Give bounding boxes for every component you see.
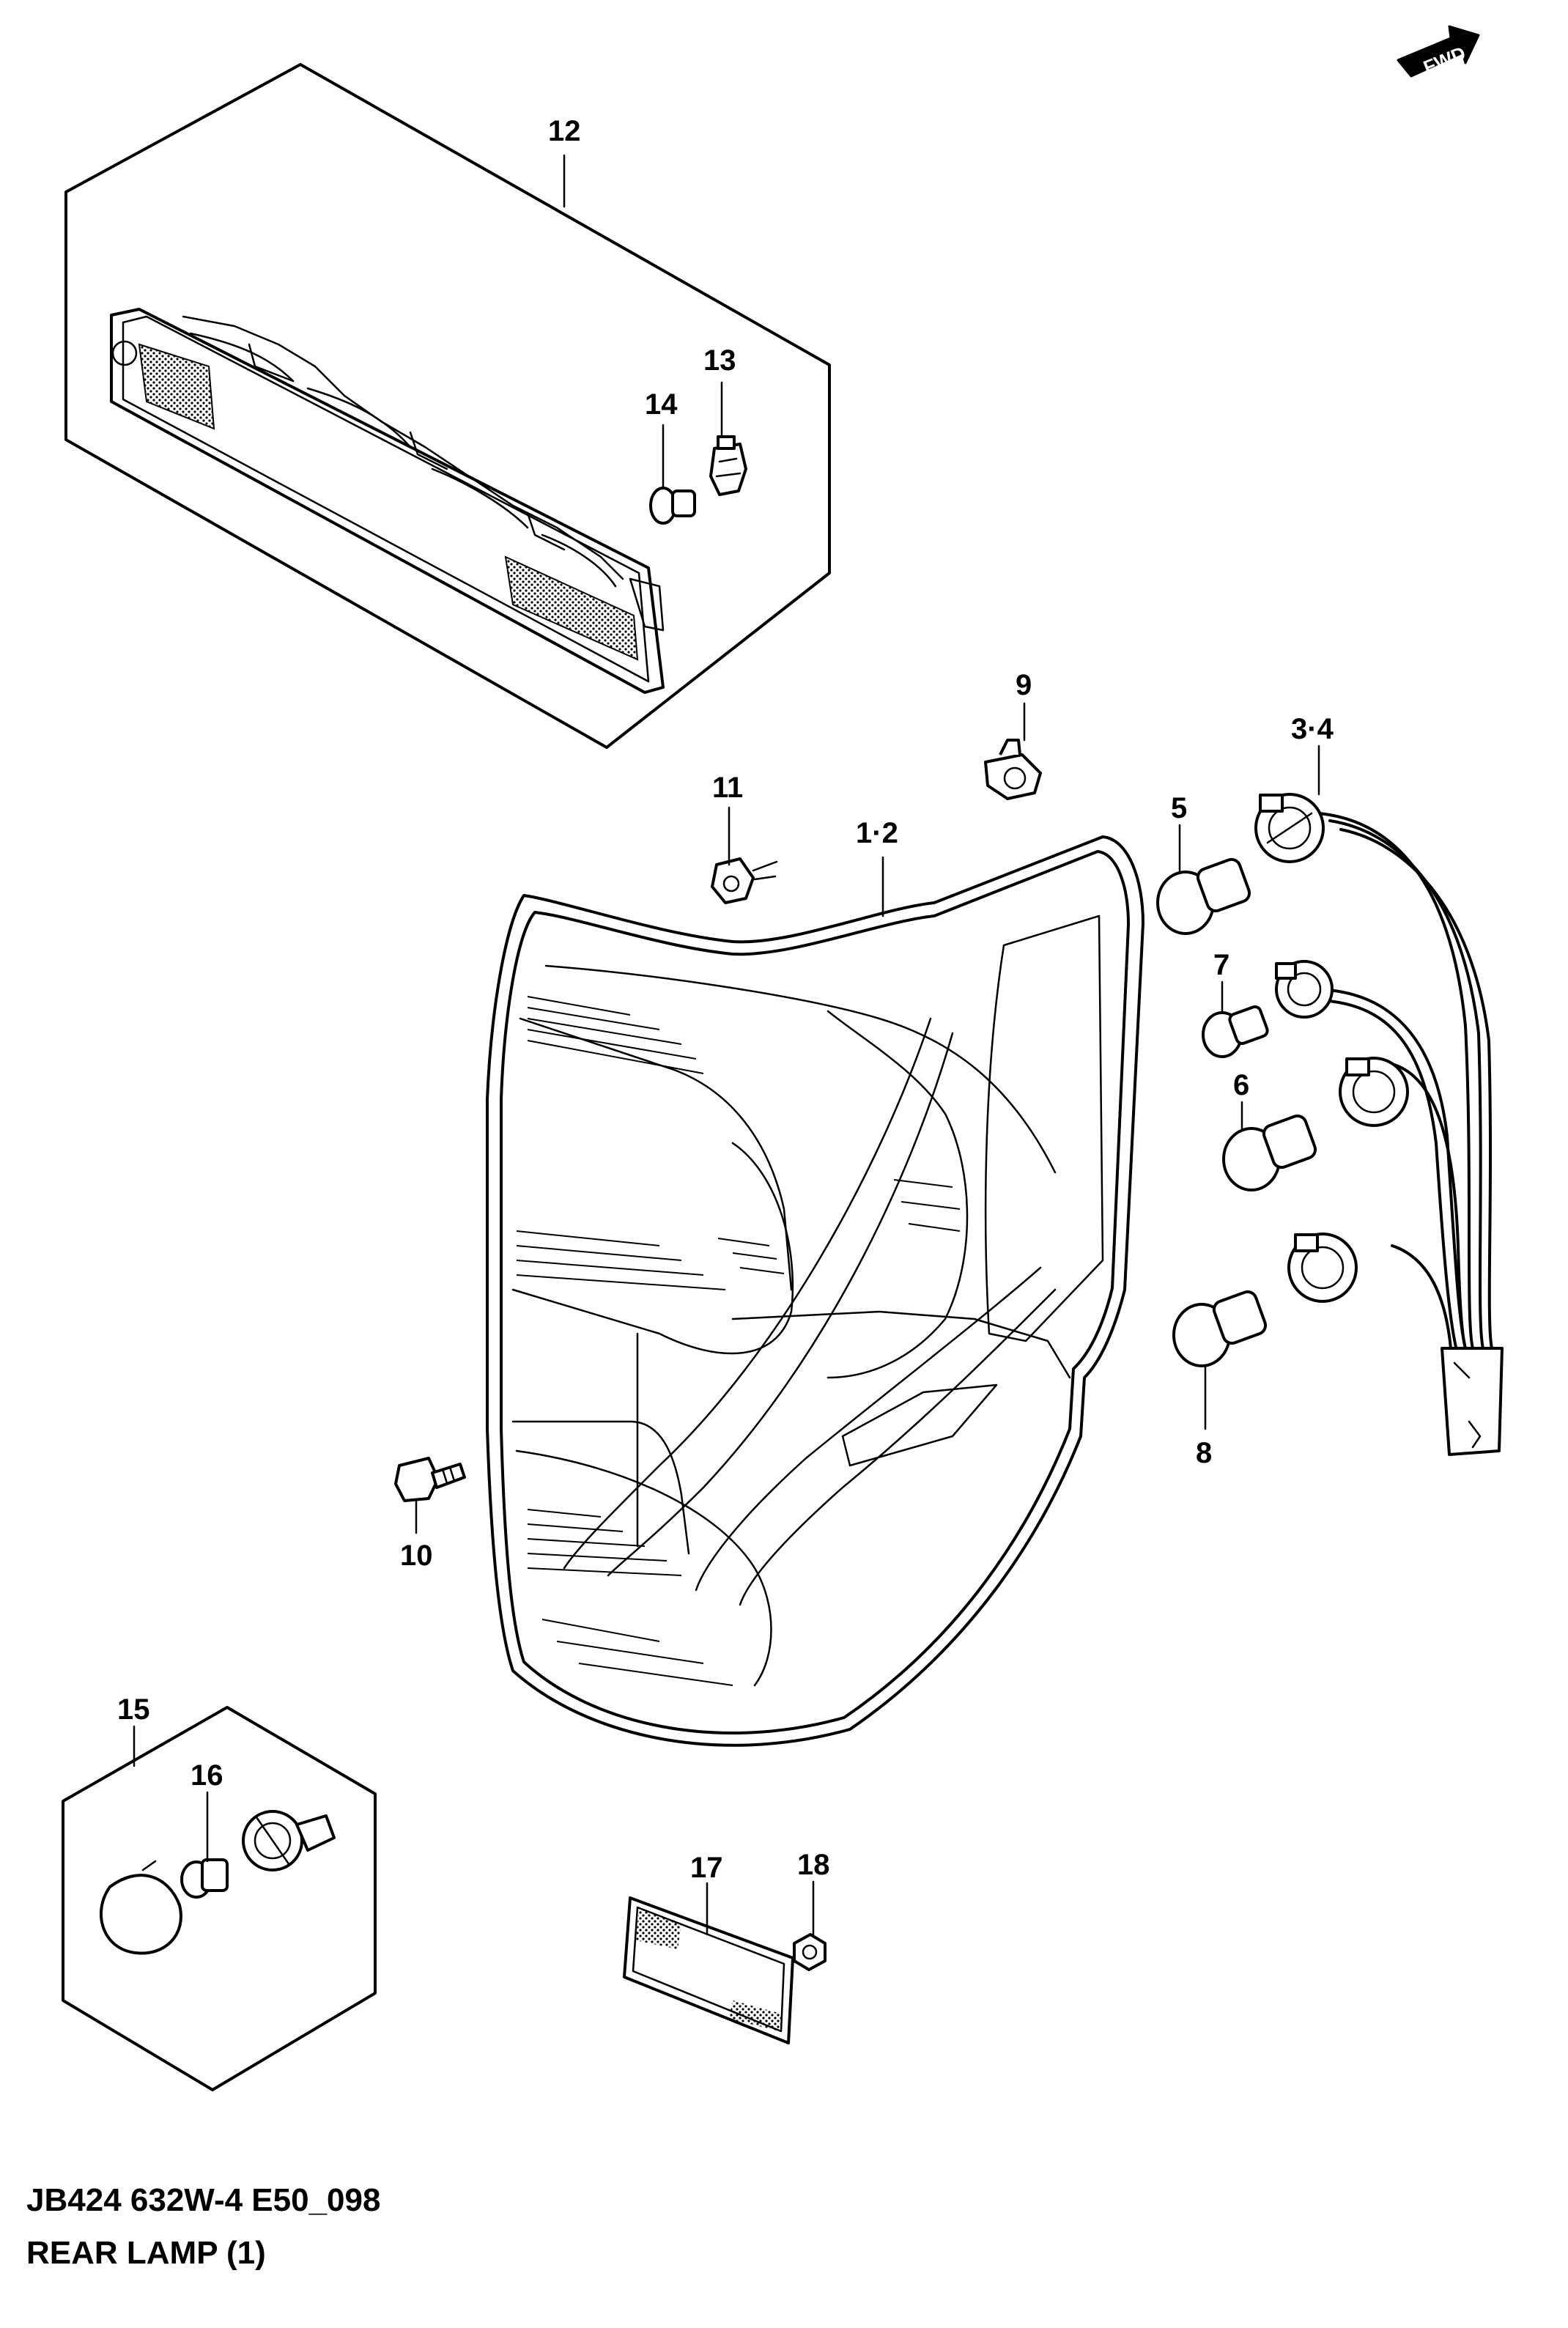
callout-8: 8: [1196, 1437, 1212, 1469]
callout-14: 14: [645, 388, 678, 421]
diagram-title: REAR LAMP (1): [26, 2235, 266, 2271]
socket-3-4-d: [1287, 1233, 1358, 1303]
callout-15: 15: [117, 1693, 150, 1726]
lamp-reflector-left: [138, 343, 215, 430]
harness-wires: [1310, 812, 1493, 1357]
callout-7: 7: [1213, 949, 1229, 981]
side-lamp-bulb: [99, 1860, 182, 1955]
screw-10: [394, 1457, 466, 1502]
socket-13: [709, 435, 747, 496]
callout-1-2: 1·2: [856, 817, 898, 849]
bulb-7: [1202, 1005, 1269, 1058]
lamp-reflector-right: [504, 555, 639, 661]
high-mount-stop-lamp-group-outline: [64, 63, 831, 749]
bulb-14: [649, 487, 696, 525]
callout-13: 13: [703, 344, 736, 377]
side-lamp-socket: [242, 1810, 336, 1871]
lamp-hatching: [516, 996, 961, 1686]
callout-10: 10: [400, 1540, 433, 1572]
reflector-texture-left: [636, 1909, 681, 1949]
reflector-17: [623, 1896, 794, 2044]
callout-5: 5: [1171, 792, 1187, 824]
bulb-5: [1156, 857, 1251, 935]
clip-9: [984, 739, 1042, 800]
callout-17: 17: [690, 1852, 723, 1884]
nut-18: [793, 1933, 826, 1971]
socket-3-4-a: [1254, 793, 1325, 863]
callout-12: 12: [548, 115, 581, 147]
side-lamp-group-outline: [62, 1706, 377, 2091]
reflector-texture-right: [729, 2000, 781, 2031]
socket-3-4-b: [1275, 960, 1334, 1019]
high-mount-stop-lamp: [110, 308, 665, 694]
forward-direction-arrow: FWD: [1397, 25, 1480, 78]
callout-18: 18: [797, 1849, 830, 1881]
callout-6: 6: [1233, 1069, 1249, 1101]
socket-3-4-c: [1339, 1057, 1409, 1127]
leader-lines: [133, 154, 1320, 1936]
bulb-16: [180, 1858, 229, 1899]
diagram-code: JB424 632W-4 E50_098: [26, 2182, 381, 2218]
socket-harness-3-4: [1254, 793, 1504, 1456]
rear-combination-lamp: [486, 835, 1144, 1747]
bulb-8: [1172, 1290, 1268, 1367]
callout-16: 16: [191, 1759, 223, 1792]
bulb-6: [1222, 1114, 1317, 1191]
grommet-11: [711, 857, 778, 904]
callout-3-4: 3·4: [1291, 713, 1334, 745]
callout-11: 11: [712, 772, 743, 804]
callout-9: 9: [1016, 669, 1032, 701]
